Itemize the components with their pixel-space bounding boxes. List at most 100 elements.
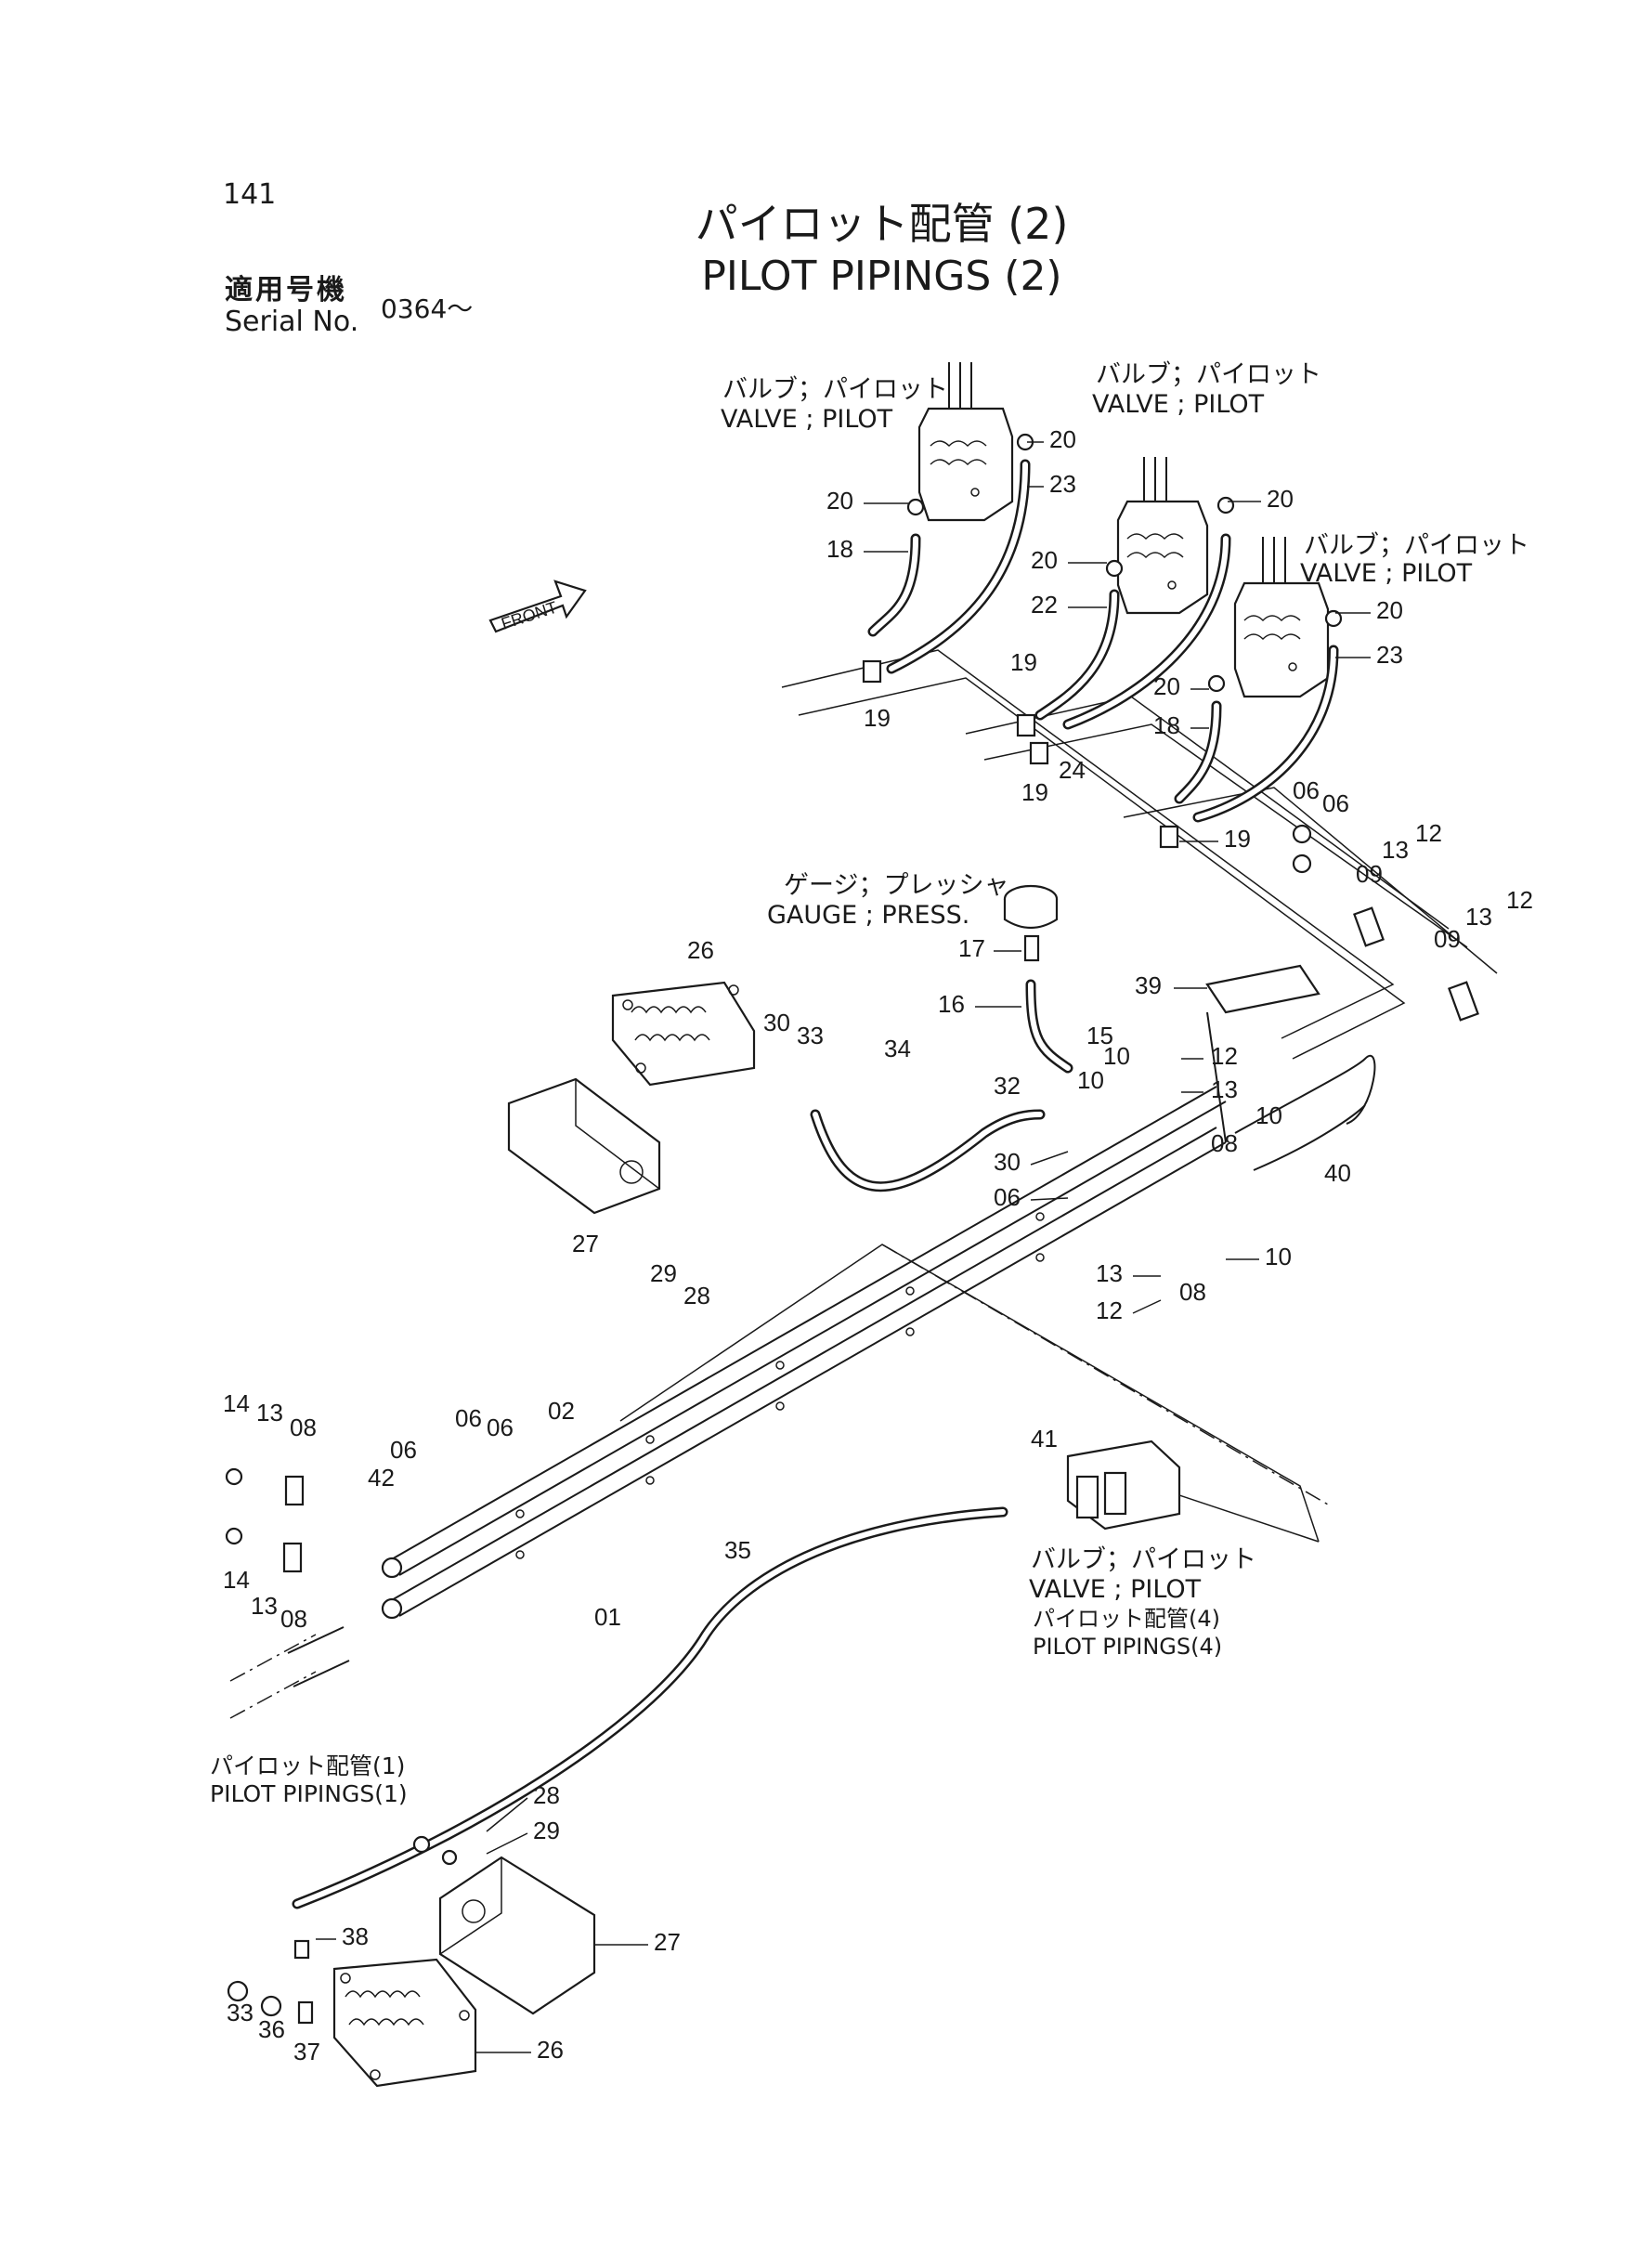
callout-number: 12 [1211,1042,1238,1070]
callout-number: 32 [994,1072,1021,1100]
callout-number: 01 [594,1603,621,1631]
callout-number: 08 [280,1605,307,1633]
callout-number: 15 [1086,1022,1113,1049]
serial-label-en: Serial No. [225,306,359,338]
callout-number: 42 [368,1464,395,1492]
cover-upper [507,1077,661,1215]
callout-number: 14 [223,1566,250,1594]
callout-number: 13 [256,1399,283,1427]
callout-number: 27 [654,1928,681,1956]
serial-value: 0364～ [381,293,474,324]
callout-number: 19 [864,704,891,732]
callout-number: 20 [1376,596,1403,624]
gauge-label-jp: ゲージ；プレッシャ [784,871,1009,900]
pilot-valve-2 [1116,457,1209,615]
callout-number: 23 [1376,641,1403,669]
callout-number: 20 [1049,425,1076,453]
manifold-block-lower [332,1958,477,2088]
callout-number: 09 [1356,860,1383,888]
fittings [862,433,1343,874]
callout-number: 20 [1031,546,1058,574]
callout-number: 33 [227,1999,254,2026]
callout-number: 35 [724,1536,751,1564]
callout-number: 40 [1324,1159,1351,1187]
valve-pilot-4-label-en: VALVE ; PILOT [1029,1575,1202,1604]
callout-number: 34 [884,1035,911,1062]
callout-number: 27 [572,1230,599,1257]
ref-pilot-pipings-1-en: PILOT PIPINGS(1) [210,1780,408,1807]
callout-number: 39 [1135,971,1162,999]
callout-number: 41 [1031,1425,1058,1453]
valve-pilot-3-label-jp: バルブ；パイロット [1304,531,1529,560]
callout-number: 20 [1153,672,1180,700]
callout-number: 18 [1153,711,1180,739]
callout-number: 08 [1211,1129,1238,1157]
gauge-label-en: GAUGE ; PRESS. [767,901,970,930]
callout-number: 06 [1293,776,1320,804]
callout-number: 26 [687,936,714,964]
valve-pilot-1-label-en: VALVE ; PILOT [721,405,893,434]
cover-lower [438,1856,596,2015]
callout-number: 10 [1077,1066,1104,1094]
callout-number: 02 [548,1397,575,1425]
callout-number: 16 [938,990,965,1018]
callout-number: 09 [1434,925,1461,953]
front-arrow: FRONT [488,580,587,633]
callout-number: 20 [826,487,853,515]
callout-number: 19 [1224,825,1251,853]
callout-number: 13 [251,1592,278,1620]
ref-pilot-pipings-4-en: PILOT PIPINGS(4) [1033,1634,1223,1660]
pressure-gauge [1003,884,1073,1074]
pipe-40-assembly [1205,964,1376,1171]
clamps-09 [1353,906,1479,1022]
pipe-clamp-dots [515,1212,1045,1559]
callout-number: 12 [1506,886,1533,914]
page-title-jp: パイロット配管 (2) [695,199,1069,249]
ref-pilot-pipings-4-jp: パイロット配管(4) [1033,1606,1220,1632]
left-fittings [225,1467,350,1719]
callout-number: 20 [1267,485,1294,513]
hose-35 [292,1506,1008,1909]
hose-34 [810,1109,1046,1192]
valve-pilot-2-label-en: VALVE ; PILOT [1092,390,1265,419]
ref-pilot-pipings-1-jp: パイロット配管(1) [210,1752,406,1779]
callout-number: 13 [1211,1075,1238,1103]
pilot-valve-3 [1233,537,1330,698]
callout-number: 29 [533,1817,560,1844]
main-pipes [381,1086,1227,1620]
callout-number: 28 [683,1282,710,1309]
callout-number: 18 [826,535,853,563]
callout-number: 13 [1382,836,1409,864]
phantom-frame-lines [619,649,1498,1543]
callout-number: 24 [1059,756,1086,784]
manifold-block-upper [611,981,756,1087]
callout-numbers: 20 23 20 18 20 20 22 20 23 19 19 24 19 2… [223,425,1533,2065]
callout-number: 23 [1049,470,1076,498]
callout-number: 19 [1021,778,1048,806]
callout-number: 06 [1322,789,1349,817]
serial-label-jp: 適用号機 [225,274,347,306]
valve-pilot-1-label-jp: バルブ；パイロット [722,375,948,404]
callout-number: 37 [293,2038,320,2065]
callout-number: 28 [533,1781,560,1809]
valve-pilot-4-label-jp: バルブ；パイロット [1031,1545,1256,1574]
callout-number: 08 [1179,1278,1206,1306]
callout-number: 06 [487,1414,514,1441]
callout-number: 08 [290,1414,317,1441]
front-arrow-label: FRONT [499,598,559,633]
callout-number: 26 [537,2036,564,2064]
callout-number: 13 [1465,903,1492,931]
callout-number: 14 [223,1389,250,1417]
callout-number: 13 [1096,1259,1123,1287]
callout-number: 10 [1255,1101,1282,1129]
valve-pilot-3-label-en: VALVE ; PILOT [1300,559,1473,588]
leader-lines [316,441,1371,2053]
callout-number: 10 [1103,1042,1130,1070]
callout-number: 12 [1415,819,1442,847]
page-title-en: PILOT PIPINGS (2) [701,253,1062,300]
valve-pilot-2-label-jp: バルブ；パイロット [1096,360,1321,389]
callout-number: 06 [390,1436,417,1464]
page-number: 141 [223,178,277,211]
